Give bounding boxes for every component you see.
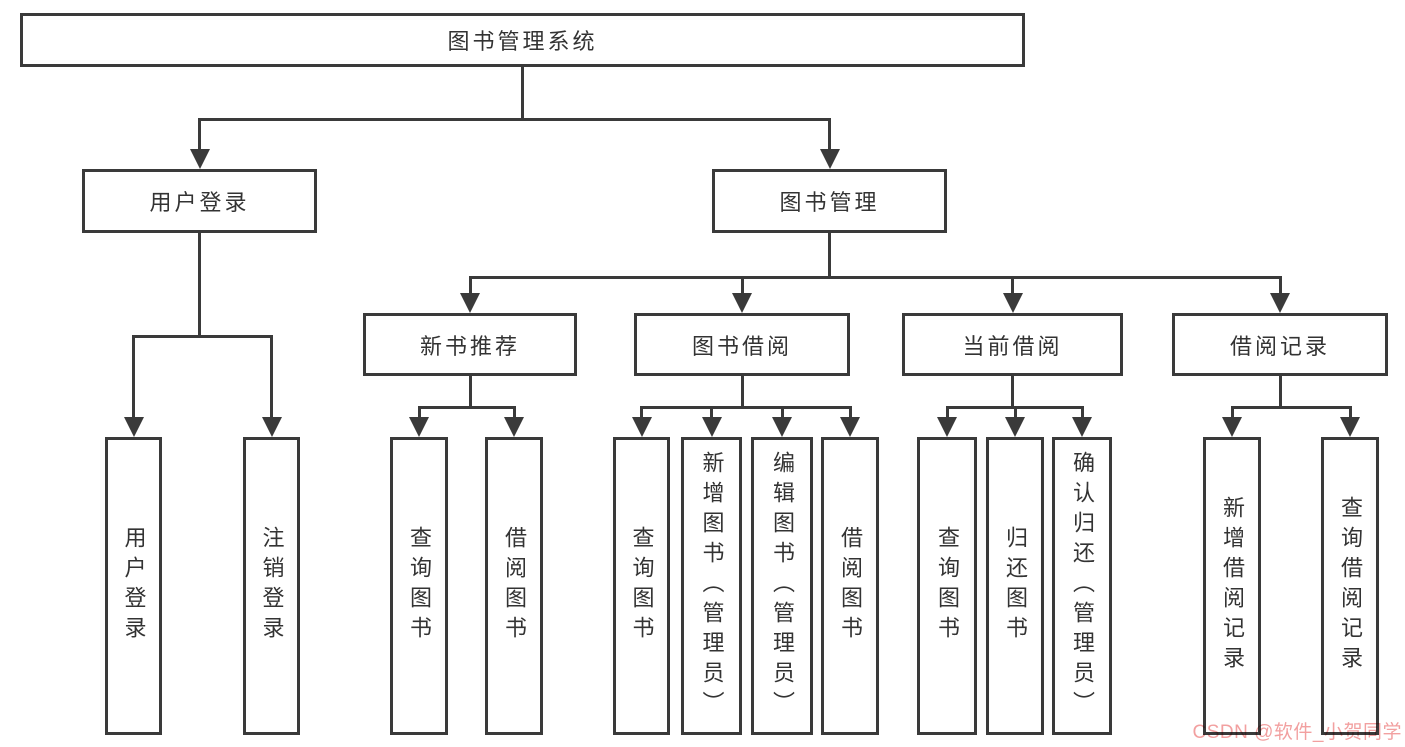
node-borrow-records: 借阅记录: [1172, 313, 1388, 376]
leaf-borrow-add-admin: 新增图书（管理员）: [681, 437, 742, 735]
connector-records-shaft1: [1230, 406, 1234, 419]
arrow-down-icon: [189, 149, 210, 169]
leaf-records-add: 新增借阅记录: [1203, 437, 1261, 735]
node-book-management: 图书管理: [712, 169, 947, 233]
connector-borrowmod-stem: [740, 376, 744, 409]
connector-newbook-shaft1: [417, 406, 421, 419]
node-book-borrow: 图书借阅: [634, 313, 850, 376]
connector-newbook-shaft2: [512, 406, 516, 419]
csdn-watermark: CSDN @软件_小贺同学: [1192, 722, 1402, 743]
leaf-records-query: 查询借阅记录: [1321, 437, 1379, 735]
connector-borrowmod-bar: [640, 406, 852, 409]
leaf-newbook-borrow: 借阅图书: [485, 437, 543, 735]
leaf-current-confirm-admin: 确认归还（管理员）: [1052, 437, 1112, 735]
connector-root-shaft-right: [828, 118, 831, 151]
arrow-down-icon: [732, 293, 752, 313]
connector-bookmgmt-shaft1: [468, 276, 472, 296]
leaf-user-login: 用户登录: [105, 437, 162, 735]
connector-userlogin-stem: [198, 233, 201, 337]
connector-newbook-bar: [417, 406, 516, 409]
connector-bookmgmt-shaft2: [740, 276, 744, 296]
node-user-login: 用户登录: [82, 169, 317, 233]
arrow-down-icon: [1340, 417, 1360, 437]
connector-current-shaft1: [945, 406, 949, 419]
arrow-down-icon: [1222, 417, 1242, 437]
connector-records-stem: [1278, 376, 1282, 409]
arrow-down-icon: [819, 149, 840, 169]
connector-bookmgmt-bar: [468, 276, 1282, 279]
arrow-down-icon: [840, 417, 860, 437]
connector-root-bar: [198, 118, 831, 121]
leaf-borrow-query: 查询图书: [613, 437, 670, 735]
node-root: 图书管理系统: [20, 13, 1025, 67]
arrow-down-icon: [1002, 293, 1023, 313]
connector-current-shaft2: [1013, 406, 1017, 419]
connector-borrowmod-shaft3: [780, 406, 784, 419]
arrow-down-icon: [460, 293, 480, 313]
arrow-down-icon: [937, 417, 957, 437]
arrow-down-icon: [409, 417, 429, 437]
connector-root-shaft-left: [198, 118, 201, 151]
connector-userlogin-bar: [132, 335, 273, 338]
node-current-borrow: 当前借阅: [902, 313, 1123, 376]
arrow-down-icon: [1072, 417, 1092, 437]
arrow-down-icon: [1005, 417, 1025, 437]
connector-newbook-stem: [468, 376, 472, 409]
connector-bookmgmt-shaft3: [1011, 276, 1014, 296]
connector-current-shaft3: [1080, 406, 1084, 419]
connector-userlogin-shaft2: [270, 335, 273, 419]
arrow-down-icon: [1270, 293, 1290, 313]
connector-borrowmod-shaft2: [710, 406, 713, 419]
arrow-down-icon: [701, 417, 722, 437]
arrow-down-icon: [504, 417, 524, 437]
arrow-down-icon: [261, 417, 282, 437]
connector-borrowmod-shaft1: [640, 406, 643, 419]
leaf-newbook-query: 查询图书: [390, 437, 448, 735]
connector-bookmgmt-shaft4: [1278, 276, 1282, 296]
leaf-logout: 注销登录: [243, 437, 300, 735]
connector-userlogin-shaft1: [132, 335, 135, 419]
connector-records-bar: [1230, 406, 1352, 409]
leaf-borrow-borrow: 借阅图书: [821, 437, 879, 735]
arrow-down-icon: [772, 417, 792, 437]
connector-borrowmod-shaft4: [848, 406, 852, 419]
arrow-down-icon: [123, 417, 144, 437]
connector-bookmgmt-stem: [828, 233, 831, 278]
connector-records-shaft2: [1348, 406, 1352, 419]
leaf-current-query: 查询图书: [917, 437, 977, 735]
connector-root-stem: [520, 65, 524, 120]
leaf-current-return: 归还图书: [986, 437, 1044, 735]
connector-current-stem: [1011, 376, 1014, 409]
node-new-book-recommend: 新书推荐: [363, 313, 577, 376]
arrow-down-icon: [631, 417, 652, 437]
leaf-borrow-edit-admin: 编辑图书（管理员）: [751, 437, 813, 735]
